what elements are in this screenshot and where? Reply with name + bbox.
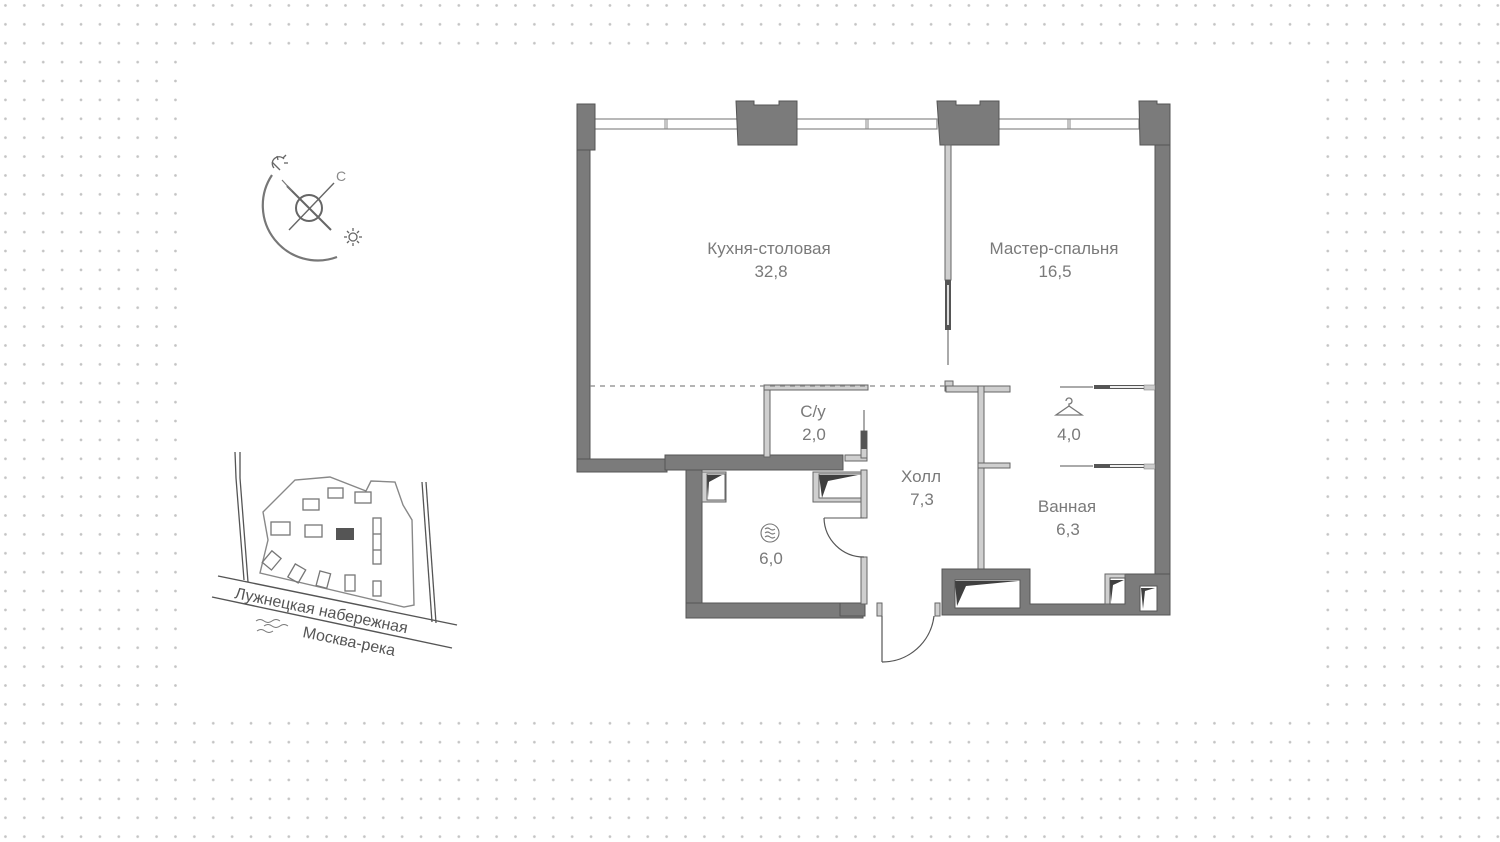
room-name: Холл (901, 467, 941, 486)
room-name: Ванная (1038, 497, 1096, 516)
hanger-icon (1053, 397, 1085, 416)
room-kitchen[interactable]: Кухня-столовая 32,8 (707, 239, 830, 281)
room-area: 7,3 (910, 490, 934, 509)
room-area: 6,3 (1056, 520, 1080, 539)
door-entrance[interactable] (881, 615, 935, 663)
ventilation-icon (760, 523, 780, 543)
room-laundry[interactable]: 6,0 (759, 523, 783, 568)
room-bathroom[interactable]: Ванная 6,3 (1038, 497, 1096, 539)
water-waves-icon (255, 619, 289, 633)
room-wc[interactable]: С/у 2,0 (800, 402, 826, 444)
room-wardrobe[interactable]: 4,0 (1053, 397, 1085, 444)
compass: С (261, 154, 362, 262)
room-area: 2,0 (802, 425, 826, 444)
room-name: Кухня-столовая (707, 239, 830, 258)
north-label: С (336, 168, 346, 184)
room-area: 16,5 (1038, 262, 1071, 281)
walls (576, 100, 1171, 619)
room-master-bedroom[interactable]: Мастер-спальня 16,5 (989, 239, 1118, 281)
room-area: 6,0 (759, 549, 783, 568)
room-hall[interactable]: Холл 7,3 (901, 467, 941, 509)
sun-icon (344, 228, 362, 246)
room-name: Мастер-спальня (989, 239, 1118, 258)
door-laundry[interactable] (823, 517, 865, 558)
sunrise-icon (271, 154, 288, 171)
room-name: С/у (800, 402, 826, 421)
selected-building-marker (336, 528, 354, 540)
room-area: 32,8 (754, 262, 787, 281)
location-map: Лужнецкая набережная Москва-река (211, 451, 458, 660)
room-area: 4,0 (1057, 425, 1081, 444)
